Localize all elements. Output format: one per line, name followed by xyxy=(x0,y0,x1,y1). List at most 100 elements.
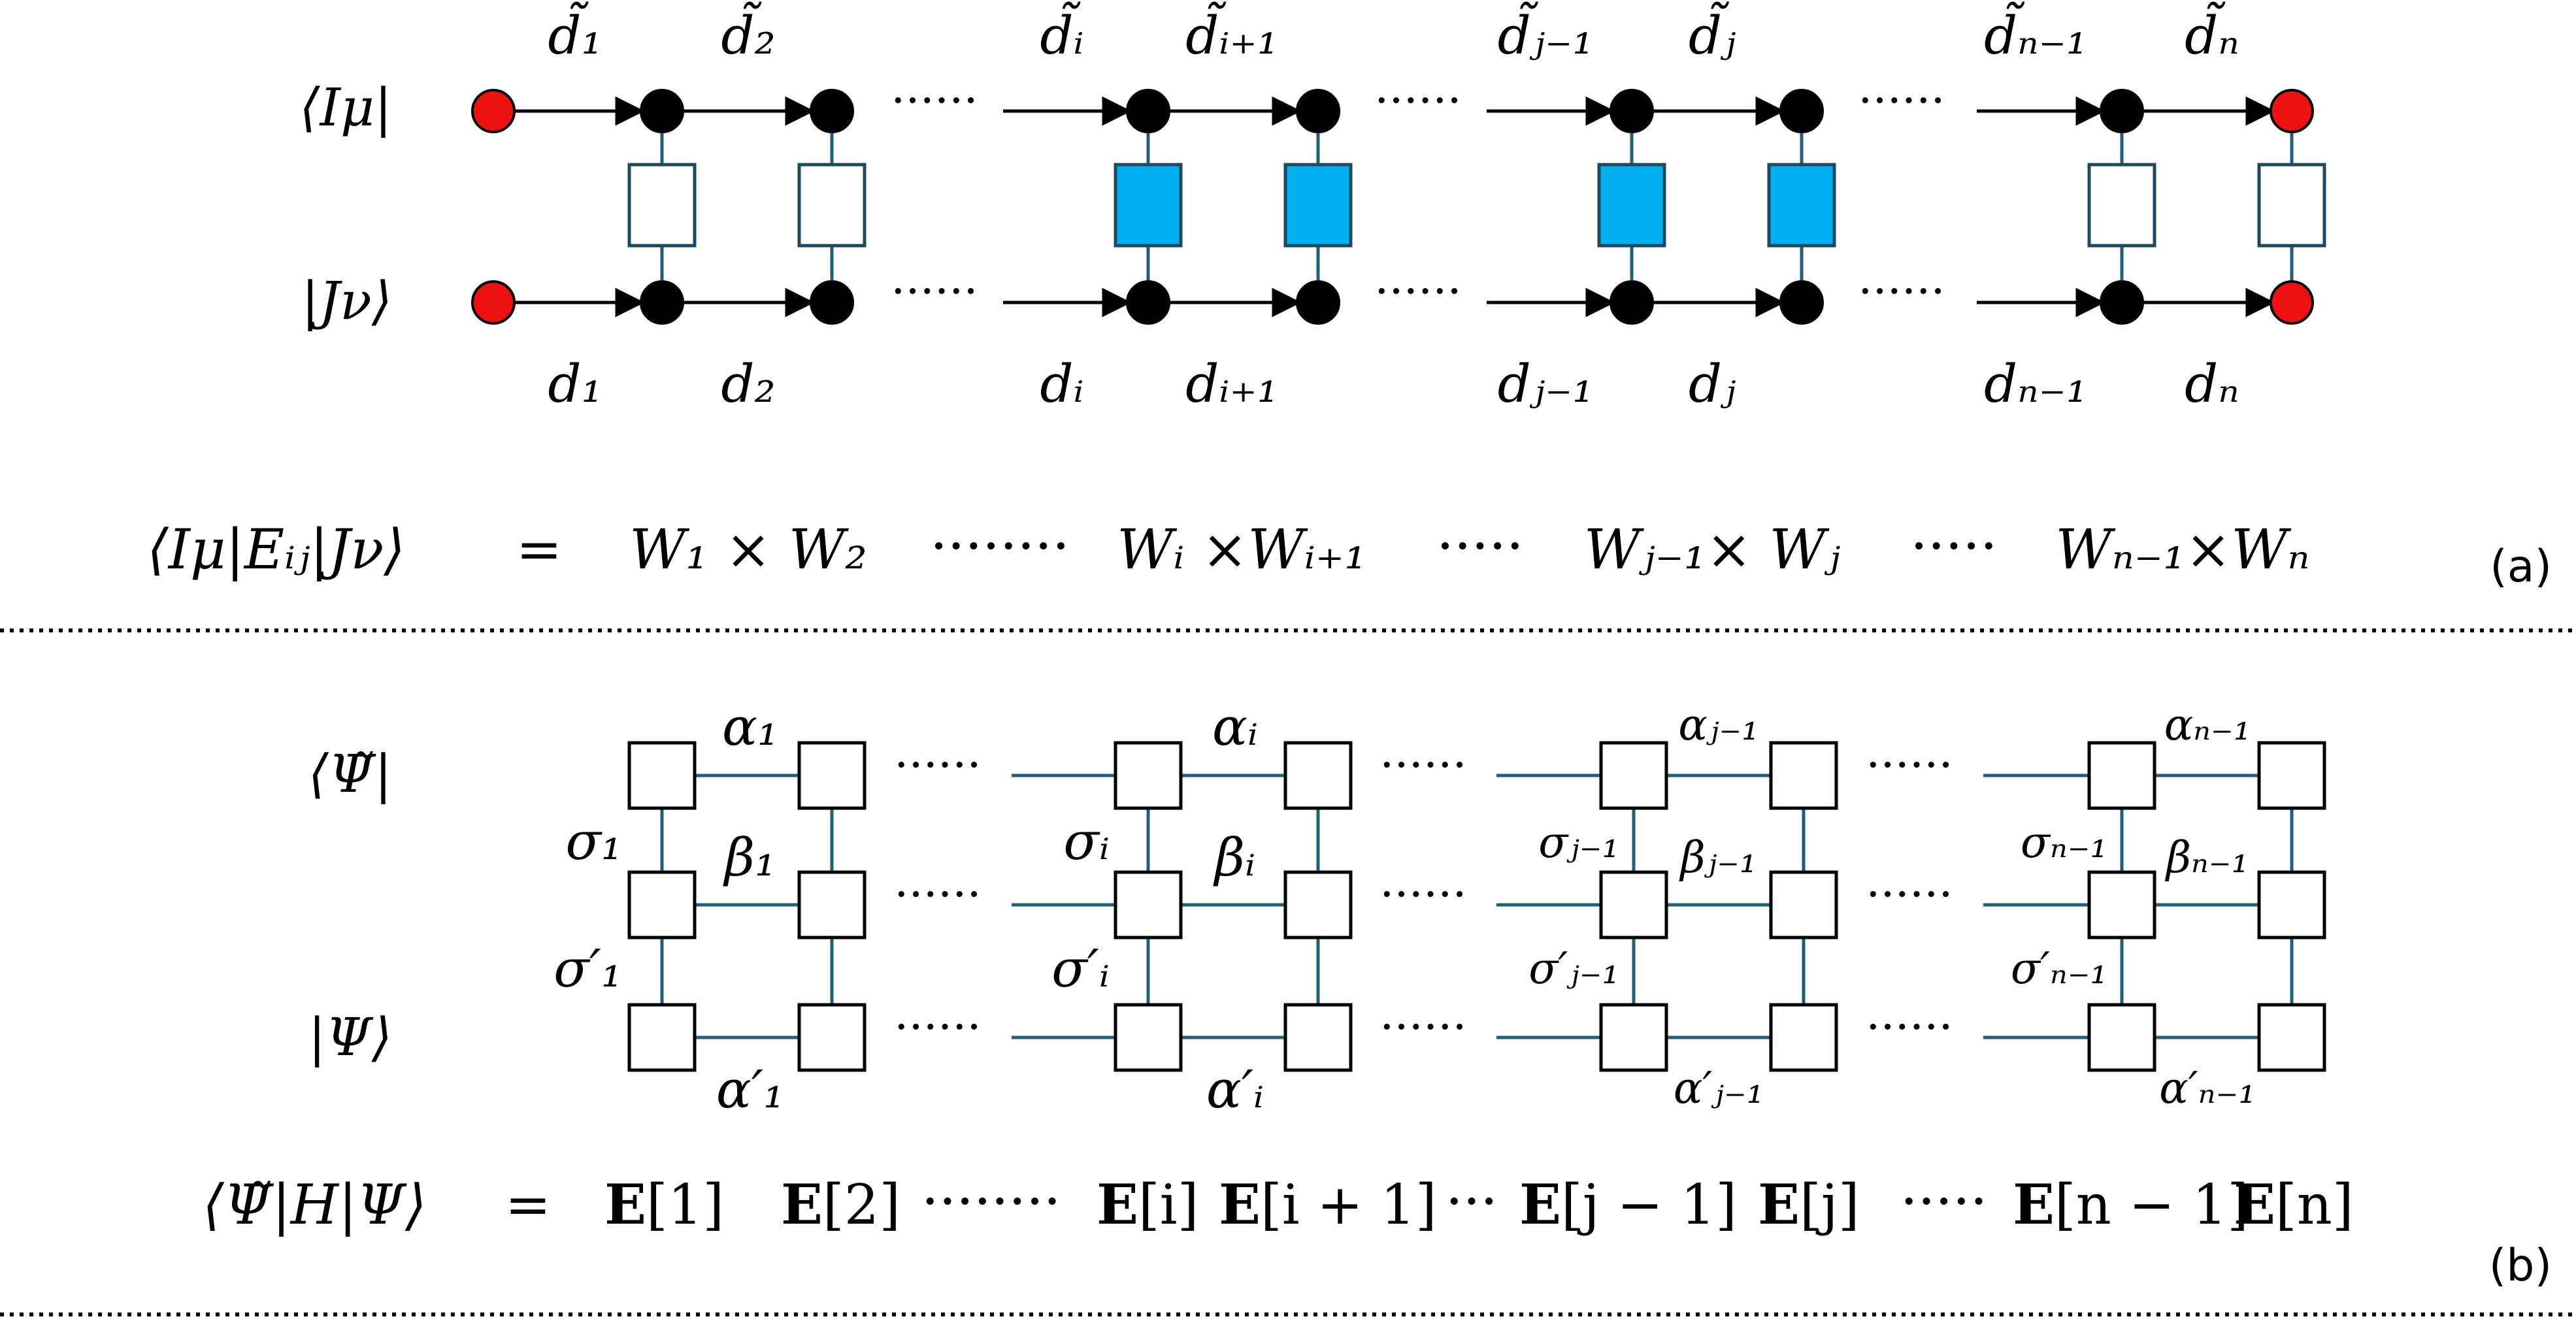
alpha-label: αᵢ xyxy=(1212,696,1258,757)
equation-a: ⟨Iμ|Eᵢⱼ|Jν⟩ = W₁ × W₂ ········ Wᵢ ×Wᵢ₊₁ … xyxy=(147,514,2310,581)
node xyxy=(1610,280,1654,325)
tensor-box xyxy=(1599,1003,1668,1072)
bond-labels-b: α₁ αᵢ αⱼ₋₁ αₙ₋₁ β₁ βᵢ βⱼ₋₁ βₙ₋₁ α′₁ α′ᵢ … xyxy=(553,696,2256,1120)
tensor-box xyxy=(1114,870,1183,939)
tensor-box xyxy=(1599,870,1668,939)
tensor-box xyxy=(627,741,697,810)
node xyxy=(2100,89,2144,133)
sigma-prime-label: σ′₁ xyxy=(553,938,622,999)
tensor-box xyxy=(2257,741,2326,810)
top-label: d̃₁ xyxy=(548,1,602,66)
top-index-labels: d̃₁ d̃₂ d̃ᵢ d̃ᵢ₊₁ d̃ⱼ₋₁ d̃ⱼ d̃ₙ₋₁ d̃ₙ xyxy=(548,1,2239,66)
highlighted-tensor-box xyxy=(1767,163,1836,248)
node xyxy=(1126,89,1170,133)
panel-a: ⟨Iμ| |Jν⟩ d̃₁ d̃₂ d̃ᵢ d̃ᵢ₊₁ d̃ⱼ₋₁ d̃ⱼ d̃… xyxy=(147,1,2552,593)
tensor-box xyxy=(2087,741,2156,810)
tensor-box xyxy=(2087,163,2156,248)
bottom-label: d₂ xyxy=(721,353,775,414)
alpha-prime-label: α′ⱼ₋₁ xyxy=(1674,1063,1764,1113)
equation-b: ⟨Ψ̃|H|Ψ⟩ = E[1] E[2] ········ E[i] E[i +… xyxy=(203,1169,2354,1237)
equation-ellipsis: ····· xyxy=(1436,514,1524,578)
ket-label-b: |Ψ⟩ xyxy=(308,1007,392,1068)
tensor-box xyxy=(627,163,697,248)
tensor-box xyxy=(797,741,867,810)
beta-label: βₙ₋₁ xyxy=(2164,832,2249,883)
equation-ellipsis: ········ xyxy=(921,1169,1061,1233)
ket-label-a: |Jν⟩ xyxy=(301,270,392,331)
tensor-box xyxy=(1769,741,1838,810)
alpha-label: αⱼ₋₁ xyxy=(1678,700,1759,750)
bottom-label: dₙ xyxy=(2185,353,2239,414)
bottom-label: dᵢ xyxy=(1040,353,1083,414)
bottom-label: dⱼ xyxy=(1689,353,1736,414)
sigma-label: σᵢ xyxy=(1063,811,1110,872)
node xyxy=(1296,280,1340,325)
ellipsis: ······ xyxy=(894,738,982,792)
end-node xyxy=(471,280,516,325)
end-node xyxy=(471,89,516,133)
ellipsis: ······ xyxy=(1379,868,1467,921)
beta-label: βⱼ₋₁ xyxy=(1679,832,1757,883)
panel-b: ⟨Ψ̃| |Ψ⟩ xyxy=(203,696,2552,1292)
bottom-label: dᵢ₊₁ xyxy=(1185,353,1278,414)
node xyxy=(1779,89,1824,133)
tensor-box xyxy=(2087,870,2156,939)
ellipsis: ······ xyxy=(891,265,978,318)
tensor-box xyxy=(2257,1003,2326,1072)
energy-term: E[n − 1] xyxy=(2013,1172,2249,1237)
sigma-label: σⱼ₋₁ xyxy=(1538,817,1619,868)
node xyxy=(810,280,854,325)
equation-lhs: ⟨Iμ|Eᵢⱼ|Jν⟩ xyxy=(147,517,405,581)
tensor-box xyxy=(1114,1003,1183,1072)
equation-ellipsis: ········ xyxy=(930,514,1070,578)
tensor-box xyxy=(1283,741,1353,810)
ellipsis: ······ xyxy=(1866,738,1953,792)
energy-term: E[n] xyxy=(2234,1172,2354,1237)
top-label: d̃ᵢ xyxy=(1040,1,1083,66)
energy-term: E[i + 1] xyxy=(1219,1172,1437,1237)
highlighted-tensor-box xyxy=(1114,163,1183,248)
top-label: d̃ₙ xyxy=(2185,1,2239,66)
sigma-label: σ₁ xyxy=(565,811,622,872)
node xyxy=(1126,280,1170,325)
alpha-label: α₁ xyxy=(722,696,778,757)
equals-sign: = xyxy=(505,1173,551,1237)
bra-label-b: ⟨Ψ̃| xyxy=(308,743,392,804)
node xyxy=(640,280,684,325)
ellipsis: ······ xyxy=(1374,74,1462,127)
vertical-bonds-b xyxy=(660,808,2294,1005)
alpha-label: αₙ₋₁ xyxy=(2164,700,2251,750)
equation-ellipsis: ····· xyxy=(1910,514,1998,578)
ellipsis: ······ xyxy=(1374,265,1462,318)
tensor-box xyxy=(797,1003,867,1072)
equation-ellipsis: ····· xyxy=(1900,1169,1988,1233)
ellipsis: ······ xyxy=(1379,738,1467,792)
sigma-prime-label: σ′ⱼ₋₁ xyxy=(1528,943,1619,994)
tensor-box xyxy=(627,870,697,939)
top-label: d̃ⱼ xyxy=(1689,1,1736,66)
equation-lhs: ⟨Ψ̃|H|Ψ⟩ xyxy=(203,1173,427,1237)
tensor-box xyxy=(1769,870,1838,939)
highlighted-tensor-box xyxy=(1597,163,1666,248)
ellipsis: ······ xyxy=(894,868,982,921)
node xyxy=(640,89,684,133)
energy-term: E[i] xyxy=(1097,1172,1198,1237)
energy-term: E[j] xyxy=(1758,1172,1860,1237)
tensor-box xyxy=(1283,870,1353,939)
bottom-label: dₙ₋₁ xyxy=(1984,353,2087,414)
tensor-box xyxy=(627,1003,697,1072)
energy-term: E[j − 1] xyxy=(1519,1172,1737,1237)
ellipsis: ······ xyxy=(1866,1000,1953,1054)
bottom-label: d₁ xyxy=(548,353,602,414)
energy-term: E[2] xyxy=(781,1172,900,1237)
horizontal-bonds-b xyxy=(695,774,2259,1039)
ellipsis: ······ xyxy=(894,1000,982,1054)
sigma-label: σₙ₋₁ xyxy=(2021,817,2107,868)
node xyxy=(1610,89,1654,133)
node xyxy=(1779,280,1824,325)
top-label: d̃ⱼ₋₁ xyxy=(1498,1,1594,66)
equation-term: W₁ × W₂ xyxy=(629,517,867,581)
sigma-prime-label: σ′ᵢ xyxy=(1051,938,1110,999)
alpha-prime-label: α′₁ xyxy=(716,1059,784,1120)
tensor-box xyxy=(1769,1003,1838,1072)
